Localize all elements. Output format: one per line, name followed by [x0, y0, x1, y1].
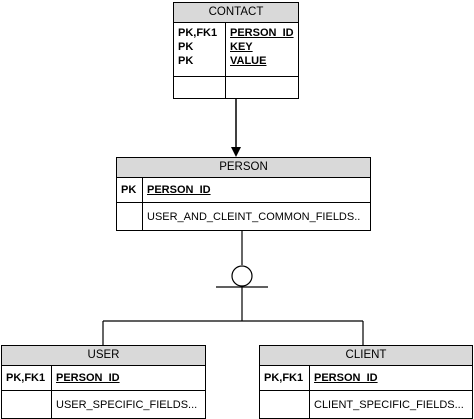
person-fields: USER_AND_CLEINT_COMMON_FIELDS..: [143, 203, 370, 231]
contact-empty-attr: [226, 77, 298, 99]
contact-attr-value: VALUE: [230, 55, 267, 67]
client-pk-attr: PERSON_ID: [310, 366, 472, 390]
contact-attr-key: KEY: [230, 41, 253, 53]
contact-entity[interactable]: CONTACT PK,FK1 PK PK PERSON_ID KEY VALUE: [173, 2, 299, 99]
person-entity[interactable]: PERSON PK PERSON_ID USER_AND_CLEINT_COMM…: [116, 157, 371, 231]
user-pk-attr: PERSON_ID: [52, 366, 205, 390]
user-key: PK,FK1: [2, 366, 52, 390]
contact-attr-person-id: PERSON_ID: [230, 27, 294, 39]
user-attr-person-id: PERSON_ID: [56, 372, 120, 384]
contact-key-3: PK: [178, 55, 194, 67]
subtype-circle-icon: [231, 265, 253, 287]
contact-key-2: PK: [178, 41, 194, 53]
client-title: CLIENT: [260, 346, 472, 366]
client-attr-person-id: PERSON_ID: [314, 372, 378, 384]
person-attr-person-id: PERSON_ID: [147, 184, 211, 196]
person-common-fields: USER_AND_CLEINT_COMMON_FIELDS..: [147, 211, 361, 223]
user-specific-fields: USER_SPECIFIC_FIELDS...: [56, 399, 198, 411]
person-key: PK: [117, 178, 143, 202]
client-empty-key: [260, 391, 310, 419]
user-entity[interactable]: USER PK,FK1 PERSON_ID USER_SPECIFIC_FIEL…: [1, 345, 206, 419]
client-specific-fields: CLIENT_SPECIFIC_FIELDS...: [314, 399, 464, 411]
user-title: USER: [2, 346, 205, 366]
contact-attrs: PERSON_ID KEY VALUE: [226, 23, 298, 76]
person-pk-attr: PERSON_ID: [143, 178, 370, 202]
contact-keys: PK,FK1 PK PK: [174, 23, 226, 76]
contact-title: CONTACT: [174, 3, 298, 23]
client-entity[interactable]: CLIENT PK,FK1 PERSON_ID CLIENT_SPECIFIC_…: [259, 345, 473, 419]
user-fields: USER_SPECIFIC_FIELDS...: [52, 391, 205, 419]
person-title: PERSON: [117, 158, 370, 178]
arrowhead-icon: [231, 147, 241, 157]
person-empty-key: [117, 203, 143, 231]
contact-empty-key: [174, 77, 226, 99]
client-fields: CLIENT_SPECIFIC_FIELDS...: [310, 391, 472, 419]
contact-key-1: PK,FK1: [178, 27, 218, 39]
client-key: PK,FK1: [260, 366, 310, 390]
user-empty-key: [2, 391, 52, 419]
